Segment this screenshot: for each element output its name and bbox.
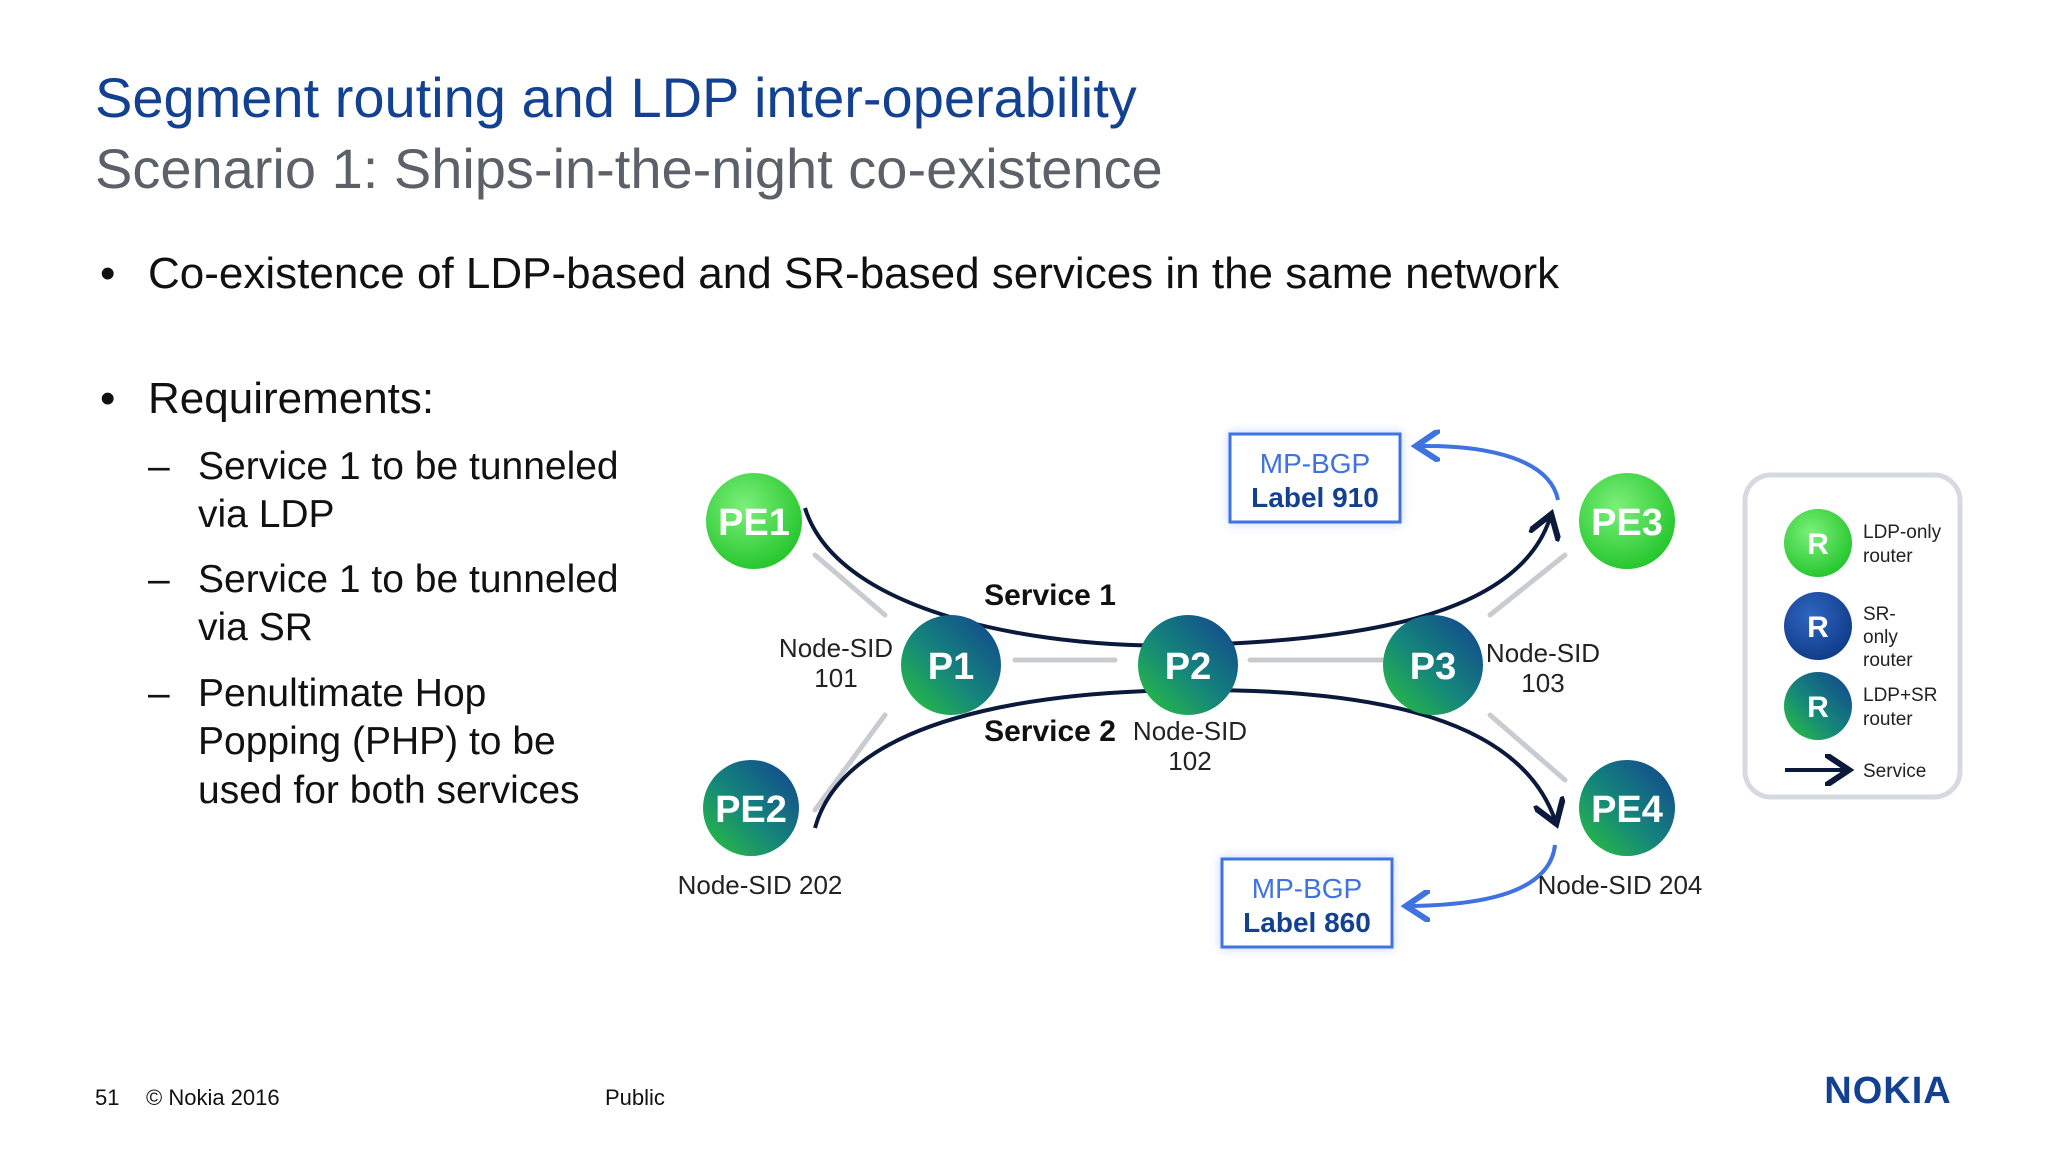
dash-symbol: – bbox=[148, 445, 170, 488]
bgp-box-860: MP-BGP Label 860 bbox=[1220, 857, 1394, 949]
node-p2: P2 bbox=[1138, 615, 1238, 715]
legend-router-symbol: R bbox=[1807, 611, 1829, 644]
sub-bullet-line: Penultimate Hop bbox=[198, 672, 487, 715]
legend-text: Service bbox=[1863, 761, 1926, 782]
node-label: PE1 bbox=[718, 502, 790, 544]
bullet-text: Co-existence of LDP-based and SR-based s… bbox=[148, 249, 1560, 298]
sub-bullet-line: Service 1 to be tunneled bbox=[198, 445, 619, 488]
node-label: PE4 bbox=[1591, 789, 1663, 831]
legend-text: LDP+SR bbox=[1863, 685, 1937, 706]
sub-bullet-line: via LDP bbox=[198, 493, 335, 537]
sub-bullet-line: Service 1 to be tunneled bbox=[198, 558, 619, 601]
sub-bullet-line: via SR bbox=[198, 606, 313, 650]
nokia-logo: NOKIA bbox=[1824, 1070, 1951, 1112]
classification: Public bbox=[605, 1085, 665, 1110]
legend-router-symbol: R bbox=[1807, 691, 1829, 724]
legend-text: SR- bbox=[1863, 604, 1896, 625]
bullet-text: Requirements: bbox=[148, 374, 435, 423]
bgp-label-value: Label 860 bbox=[1243, 907, 1371, 938]
node-pe3: PE3 bbox=[1579, 473, 1675, 569]
dash-symbol: – bbox=[148, 672, 170, 715]
bgp-arrow-910 bbox=[1420, 446, 1560, 501]
legend-ldp-sr-icon bbox=[1784, 672, 1852, 740]
legend-ldp-only: R LDP-only router bbox=[1784, 509, 1942, 577]
dash-symbol: – bbox=[148, 558, 170, 601]
node-label: P1 bbox=[928, 646, 974, 688]
link-p3-pe3 bbox=[1487, 552, 1568, 618]
legend-ldp-icon bbox=[1784, 509, 1852, 577]
node-sid-p1-label: Node-SID bbox=[779, 633, 893, 663]
link-pe2-p1 bbox=[812, 712, 888, 813]
legend-text: router bbox=[1863, 650, 1913, 671]
node-sid-pe2: Node-SID 202 bbox=[678, 870, 843, 900]
bgp-label-title: MP-BGP bbox=[1260, 448, 1370, 479]
node-label: PE3 bbox=[1591, 502, 1663, 544]
link-p3-pe4 bbox=[1487, 712, 1568, 783]
node-sid-p1-value: 101 bbox=[814, 663, 857, 693]
legend-text: router bbox=[1863, 709, 1913, 730]
sub-bullet-php: – Penultimate Hop Popping (PHP) to be us… bbox=[148, 670, 678, 815]
bullet-symbol: • bbox=[100, 374, 116, 423]
page-number: 51 bbox=[95, 1085, 120, 1110]
node-pe1: PE1 bbox=[706, 473, 802, 569]
node-sid-pe4: Node-SID 204 bbox=[1538, 870, 1703, 900]
legend-router-symbol: R bbox=[1807, 528, 1829, 561]
bgp-arrow-860 bbox=[1410, 844, 1557, 906]
physical-links bbox=[812, 552, 1568, 813]
sub-bullet-sr: – Service 1 to be tunneled via SR bbox=[148, 556, 678, 653]
node-p3: P3 bbox=[1383, 615, 1483, 715]
node-p1: P1 bbox=[901, 615, 1001, 715]
slide-subtitle: Scenario 1: Ships-in-the-night co-existe… bbox=[95, 137, 1163, 200]
legend-ldp-sr: R LDP+SR router bbox=[1784, 672, 1937, 740]
sub-bullet-line: Popping (PHP) to be bbox=[198, 720, 556, 764]
node-label: PE2 bbox=[715, 789, 787, 831]
node-label: P3 bbox=[1410, 646, 1456, 688]
service1-label: Service 1 bbox=[984, 579, 1116, 612]
legend-service: Service bbox=[1785, 761, 1926, 782]
link-pe1-p1 bbox=[812, 552, 888, 618]
legend: R LDP-only router R SR- only router R LD… bbox=[1742, 472, 1963, 800]
copyright: © Nokia 2016 bbox=[146, 1085, 280, 1110]
legend-text: router bbox=[1863, 546, 1913, 567]
bullet-symbol: • bbox=[100, 249, 116, 298]
node-sid-p3-label: Node-SID bbox=[1486, 638, 1600, 668]
legend-sr-only: R SR- only router bbox=[1784, 592, 1913, 671]
service2-label: Service 2 bbox=[984, 715, 1116, 748]
node-sid-p2-label: Node-SID bbox=[1133, 716, 1247, 746]
legend-sr-icon bbox=[1784, 592, 1852, 660]
slide-title: Segment routing and LDP inter-operabilit… bbox=[95, 66, 1137, 129]
node-pe4: PE4 bbox=[1579, 760, 1675, 856]
legend-text: only bbox=[1863, 627, 1898, 648]
bgp-label-title: MP-BGP bbox=[1252, 873, 1362, 904]
node-label: P2 bbox=[1165, 646, 1211, 688]
bullet-coexistence: • Co-existence of LDP-based and SR-based… bbox=[100, 249, 1560, 298]
sub-bullet-line: used for both services bbox=[198, 768, 580, 812]
sub-bullet-ldp: – Service 1 to be tunneled via LDP bbox=[148, 443, 678, 540]
node-sid-p2-value: 102 bbox=[1168, 746, 1211, 776]
node-pe2: PE2 bbox=[703, 760, 799, 856]
bgp-label-value: Label 910 bbox=[1251, 482, 1379, 513]
node-sid-p3-value: 103 bbox=[1521, 668, 1564, 698]
bullet-requirements: • Requirements: bbox=[100, 374, 435, 423]
bgp-box-910: MP-BGP Label 910 bbox=[1228, 432, 1402, 524]
legend-text: LDP-only bbox=[1863, 522, 1942, 543]
